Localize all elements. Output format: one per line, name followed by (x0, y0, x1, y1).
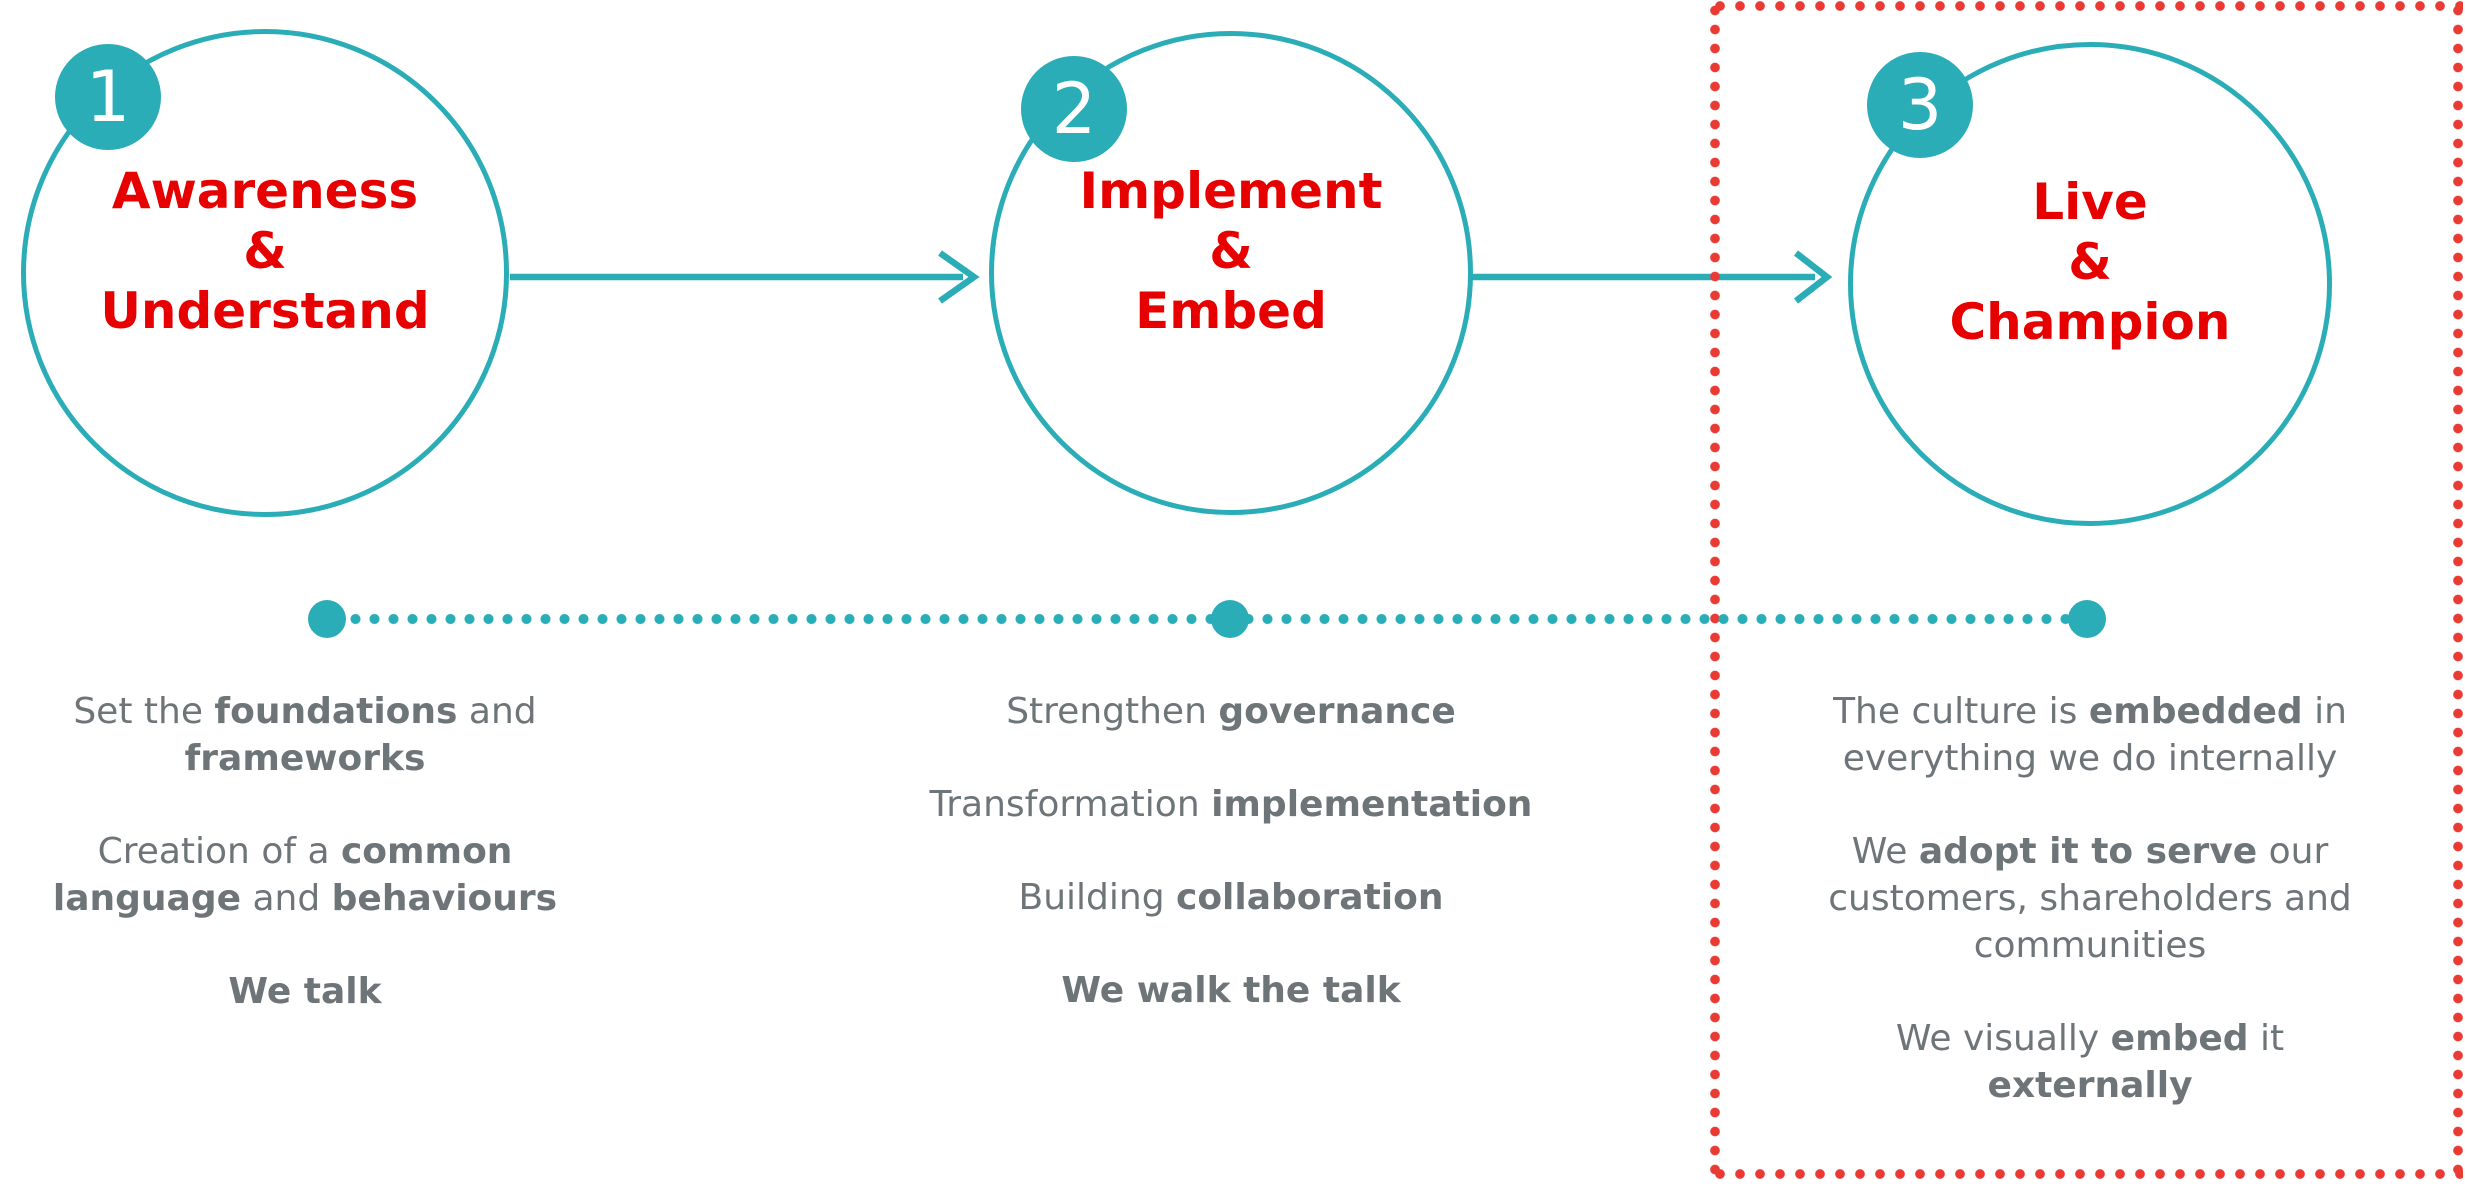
phase-2-note-paragraph: Strengthen governance (1006, 691, 1456, 732)
phase-2-note-paragraph: Transformation implementation (929, 784, 1533, 825)
phase-1-title: Awareness&Understand (100, 162, 430, 340)
timeline-milestone-dot-3 (2068, 600, 2106, 638)
arrow-phase1-to-phase2-icon (510, 250, 980, 304)
timeline-dotted-line (327, 613, 2087, 625)
highlight-box-left-edge (1710, 1, 1720, 1179)
highlight-box-top-edge (1710, 1, 2463, 11)
phase-2-note-paragraph: We walk the talk (1061, 970, 1401, 1011)
phase-3-title: Live&Champion (1949, 173, 2231, 351)
phase-3-highlight-box (1710, 1, 2463, 1179)
phase-2-note-paragraph: Building collaboration (1018, 877, 1444, 918)
arrow-phase2-to-phase3-icon (1468, 250, 1833, 304)
phase-2-title: Implement&Embed (1079, 162, 1383, 340)
phase-2-number-badge: 2 (1021, 56, 1127, 162)
phase-2-notes: Strengthen governance Transformation imp… (846, 688, 1616, 1060)
phase-1-note-paragraph: We talk (228, 971, 382, 1012)
timeline-milestone-dot-1 (308, 600, 346, 638)
phase-1-number-badge: 1 (55, 44, 161, 150)
highlight-box-bottom-edge (1710, 1169, 2463, 1179)
phase-3-number-badge: 3 (1867, 52, 1973, 158)
timeline-milestone-dot-2 (1211, 600, 1249, 638)
phase-2-circle: Implement&Embed (989, 31, 1473, 515)
highlight-box-right-edge (2453, 1, 2463, 1179)
